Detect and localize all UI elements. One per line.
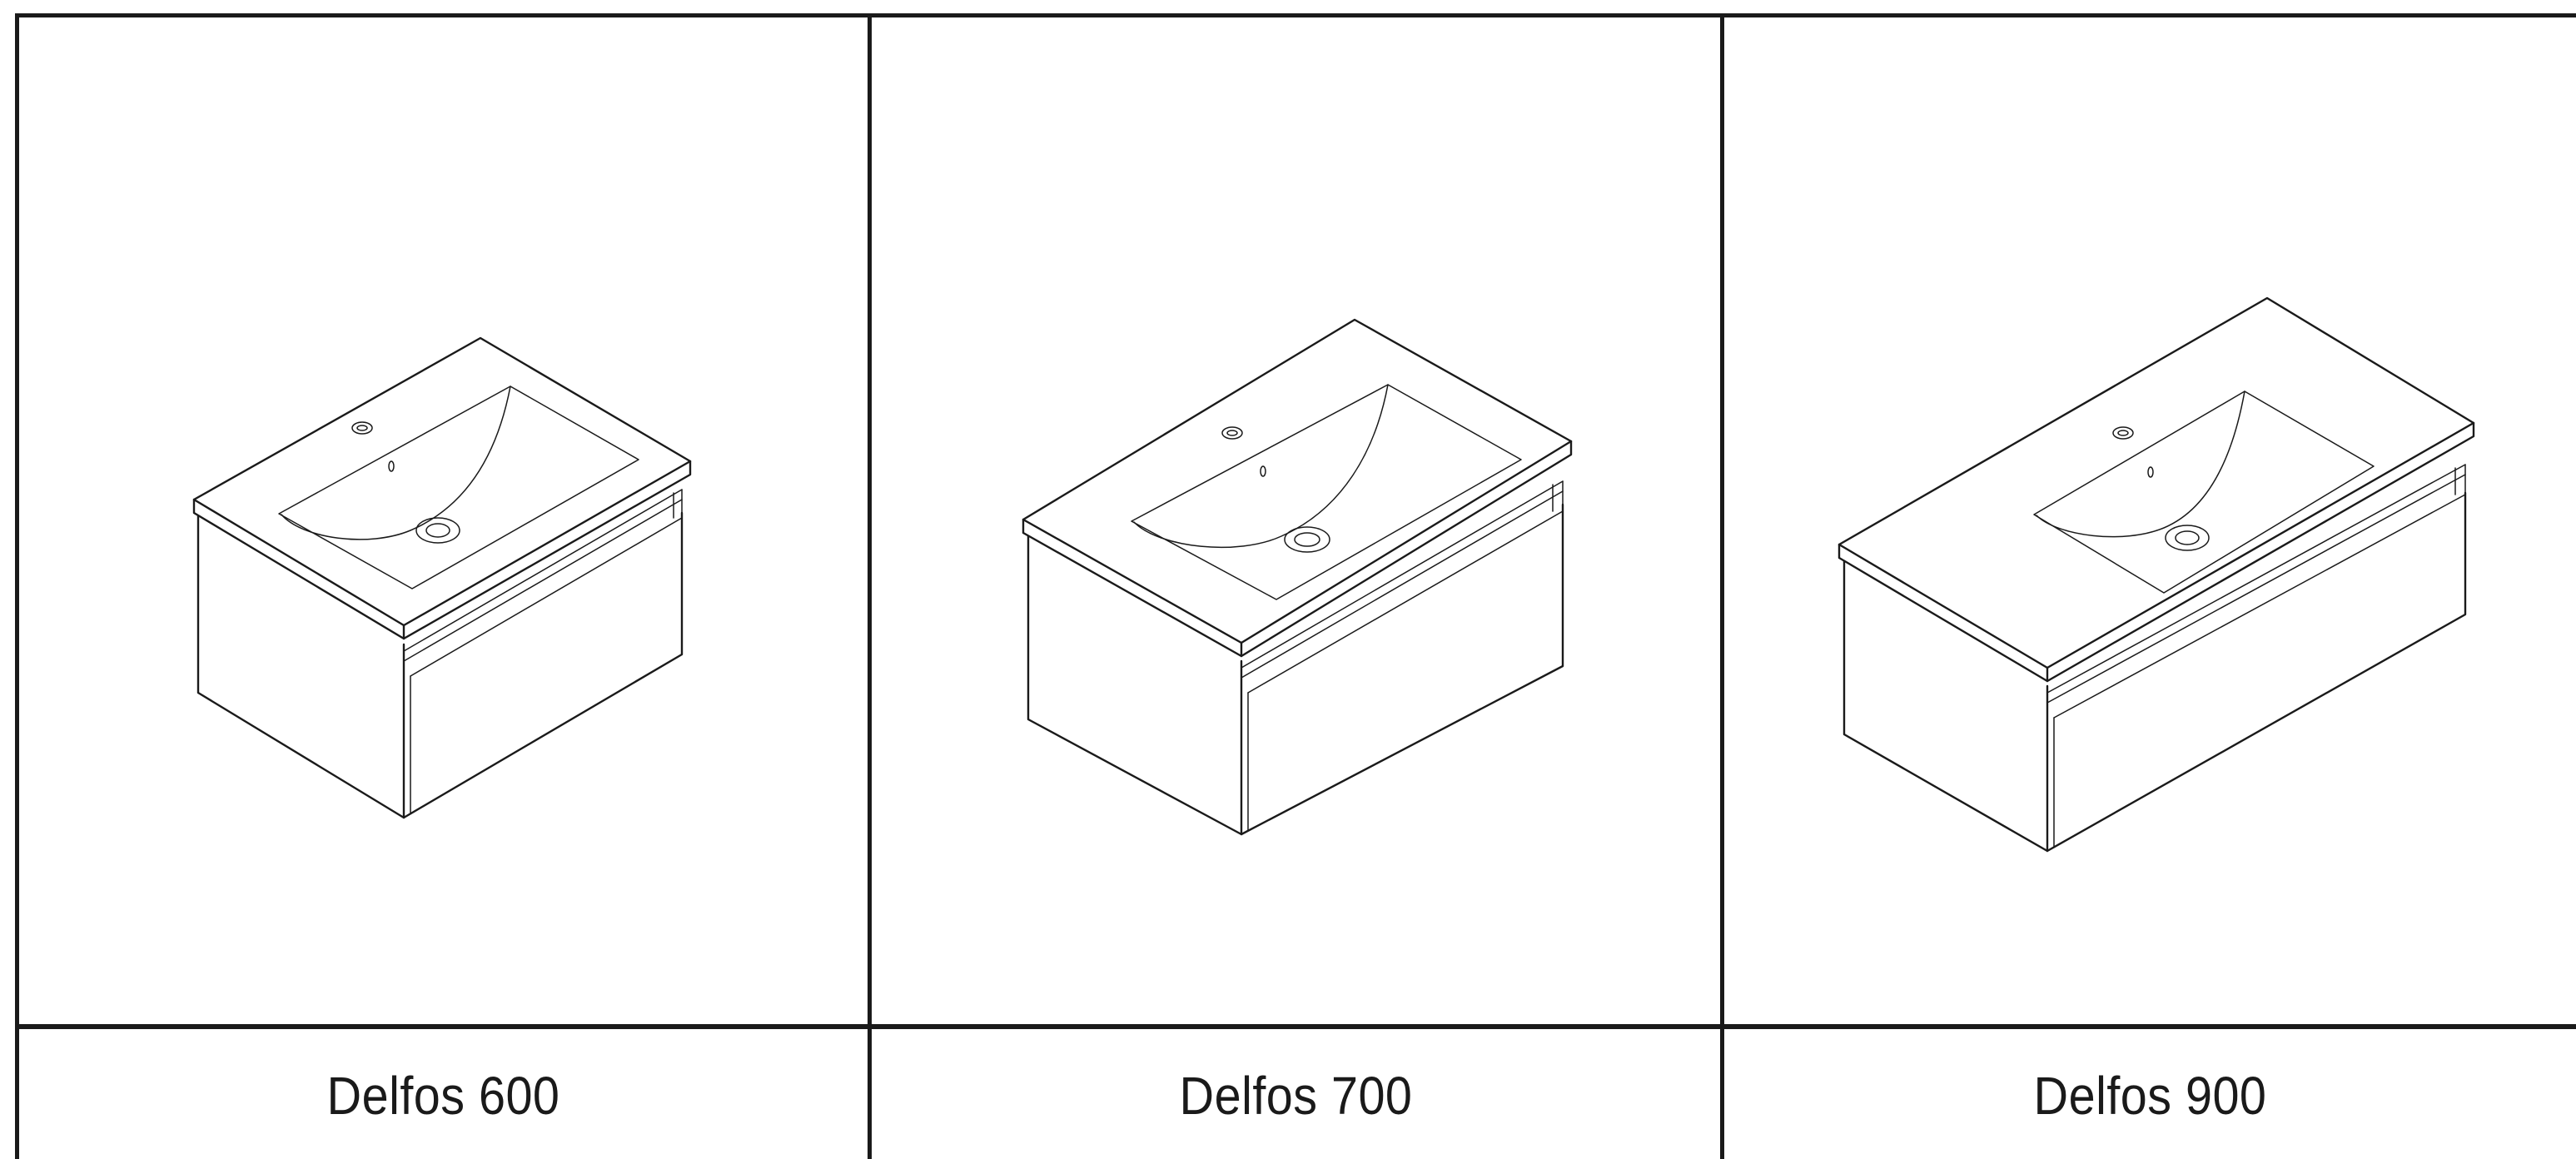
product-name-delfos-700: Delfos 700	[1179, 1066, 1413, 1126]
table-row-divider	[15, 1024, 2576, 1029]
product-name-delfos-600: Delfos 600	[326, 1066, 560, 1126]
product-name-delfos-900: Delfos 900	[2033, 1066, 2267, 1126]
vanity-unit-900-drawing-icon	[1838, 296, 2475, 853]
table-left-border	[15, 13, 19, 1159]
table-column-divider-1	[868, 13, 872, 1159]
table-column-divider-2	[1720, 13, 1724, 1159]
table-top-border	[15, 13, 2576, 17]
vanity-unit-700-drawing-icon	[1022, 318, 1573, 836]
vanity-unit-600-drawing-icon	[192, 336, 692, 819]
